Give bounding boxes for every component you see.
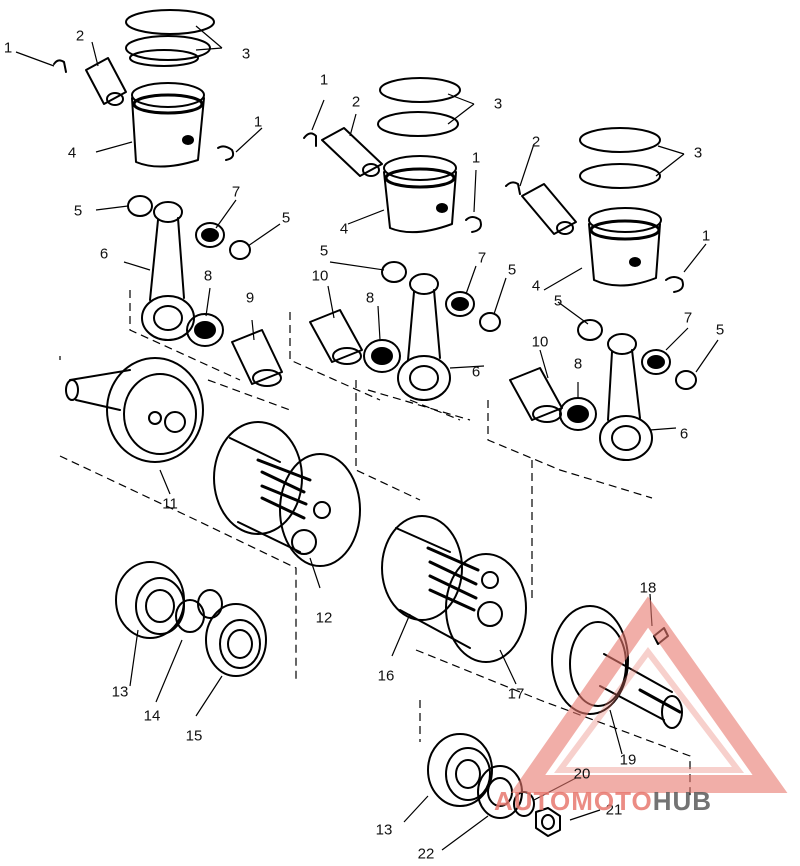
label-6: 6 xyxy=(99,245,109,263)
label-3: 3 xyxy=(693,144,703,162)
watermark-logo xyxy=(510,596,788,793)
wrist-pin-a xyxy=(85,57,127,106)
crankpin-c xyxy=(509,367,563,423)
label-4: 4 xyxy=(531,277,541,295)
label-1: 1 xyxy=(471,149,481,167)
label-2: 2 xyxy=(351,93,361,111)
label-7: 7 xyxy=(231,183,241,201)
thrust-washer-a1 xyxy=(127,195,153,217)
circlip-a1 xyxy=(53,59,67,73)
crankpin-b xyxy=(309,309,363,365)
label-1: 1 xyxy=(253,113,263,131)
label-13: 13 xyxy=(111,683,129,701)
label-7: 7 xyxy=(477,249,487,267)
wrist-pin-b xyxy=(321,127,383,177)
label-20: 20 xyxy=(573,765,591,783)
thrust-washer-a2 xyxy=(229,240,251,260)
label-21: 21 xyxy=(605,801,623,819)
label-9: 9 xyxy=(245,289,255,307)
label-1: 1 xyxy=(701,227,711,245)
circlip-a2 xyxy=(217,145,235,161)
crank-wheel-16-17 xyxy=(381,515,527,663)
thrust-washer-b1 xyxy=(381,261,407,283)
needle-bearing-b-small xyxy=(445,291,475,317)
label-8: 8 xyxy=(365,289,375,307)
label-5: 5 xyxy=(319,242,329,260)
circlip-c1 xyxy=(505,181,521,195)
circlip-b1 xyxy=(303,132,317,147)
label-22: 22 xyxy=(417,845,435,863)
piston-c xyxy=(588,207,662,287)
wrist-pin-c xyxy=(521,183,577,235)
label-12: 12 xyxy=(315,609,333,627)
label-14: 14 xyxy=(143,707,161,725)
label-8: 8 xyxy=(203,267,213,285)
main-bearing-15 xyxy=(205,603,267,677)
needle-bearing-a-big xyxy=(186,313,224,347)
label-19: 19 xyxy=(619,751,637,769)
crank-web-a xyxy=(106,357,204,463)
main-bearing-13-b xyxy=(427,733,493,807)
crank-end-shaft xyxy=(65,369,131,411)
label-3: 3 xyxy=(493,95,503,113)
label-7: 7 xyxy=(683,309,693,327)
label-11: 11 xyxy=(162,495,178,513)
conrod-b xyxy=(397,273,451,401)
label-8: 8 xyxy=(573,355,583,373)
circlip-b2 xyxy=(465,216,482,233)
label-5: 5 xyxy=(553,292,563,310)
nut-21 xyxy=(535,807,561,837)
label-1: 1 xyxy=(3,39,13,57)
conrod-c xyxy=(599,333,653,461)
needle-bearing-b-big xyxy=(363,339,401,373)
label-6: 6 xyxy=(679,425,689,443)
label-13: 13 xyxy=(375,821,393,839)
thrust-washer-b2 xyxy=(479,312,501,332)
label-3: 3 xyxy=(241,45,251,63)
thrust-washer-c1 xyxy=(577,319,603,341)
crankpin-a xyxy=(231,329,283,387)
crank-wheel-12 xyxy=(213,421,361,567)
label-6: 6 xyxy=(471,363,481,381)
needle-bearing-a-small xyxy=(195,222,225,248)
needle-bearing-c-small xyxy=(641,349,671,375)
label-10: 10 xyxy=(311,267,329,285)
label-5: 5 xyxy=(507,261,517,279)
label-2: 2 xyxy=(75,27,85,45)
label-2: 2 xyxy=(531,133,541,151)
conrod-a xyxy=(141,201,195,341)
label-10: 10 xyxy=(531,333,549,351)
label-1: 1 xyxy=(319,71,329,89)
piston-ring-set-a xyxy=(125,9,215,67)
piston-b xyxy=(383,155,457,234)
label-16: 16 xyxy=(377,667,395,685)
circlip-c2 xyxy=(665,276,684,293)
piston-ring-set-c xyxy=(579,127,661,189)
label-5: 5 xyxy=(73,202,83,220)
label-5: 5 xyxy=(715,321,725,339)
needle-bearing-c-big xyxy=(559,397,597,431)
piston-ring-set-b xyxy=(377,77,461,137)
main-bearing-13 xyxy=(115,561,185,639)
label-15: 15 xyxy=(185,727,203,745)
label-4: 4 xyxy=(339,220,349,238)
label-5: 5 xyxy=(281,209,291,227)
label-4: 4 xyxy=(67,144,77,162)
watermark-text: AUTOMOTOHUB xyxy=(494,786,713,816)
piston-a xyxy=(131,82,205,168)
seal-ring-14 xyxy=(175,589,223,633)
thrust-washer-c2 xyxy=(675,370,697,390)
label-17: 17 xyxy=(507,685,525,703)
label-18: 18 xyxy=(639,579,657,597)
